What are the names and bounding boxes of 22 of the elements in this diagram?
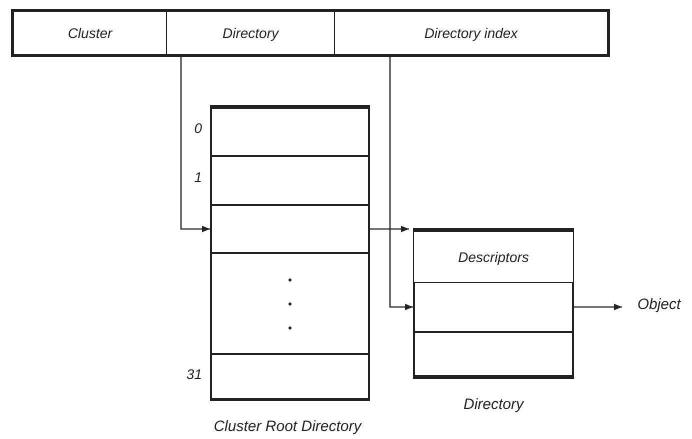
table-row — [211, 108, 369, 156]
arrow — [370, 226, 409, 232]
arrow — [389, 57, 413, 310]
address-field: Directory — [166, 9, 335, 57]
arrow — [180, 57, 210, 232]
object-label: Object — [626, 294, 692, 314]
table-row — [211, 253, 369, 354]
directory-table — [210, 105, 370, 401]
directory-table — [413, 228, 574, 379]
table-row: Descriptors — [414, 232, 573, 282]
table-caption: Directory — [462, 396, 526, 413]
address-field: Directory index — [334, 9, 610, 57]
table-row — [211, 354, 369, 401]
table-row — [211, 205, 369, 253]
table-caption: Cluster Root Directory — [212, 418, 363, 435]
row-index-number: 31 — [186, 366, 202, 382]
row-index-number: 0 — [194, 120, 202, 136]
table-row — [414, 282, 573, 332]
address-field: Cluster — [11, 9, 167, 57]
arrow — [574, 304, 622, 310]
table-row — [211, 156, 369, 205]
row-index-number: 1 — [194, 168, 202, 184]
